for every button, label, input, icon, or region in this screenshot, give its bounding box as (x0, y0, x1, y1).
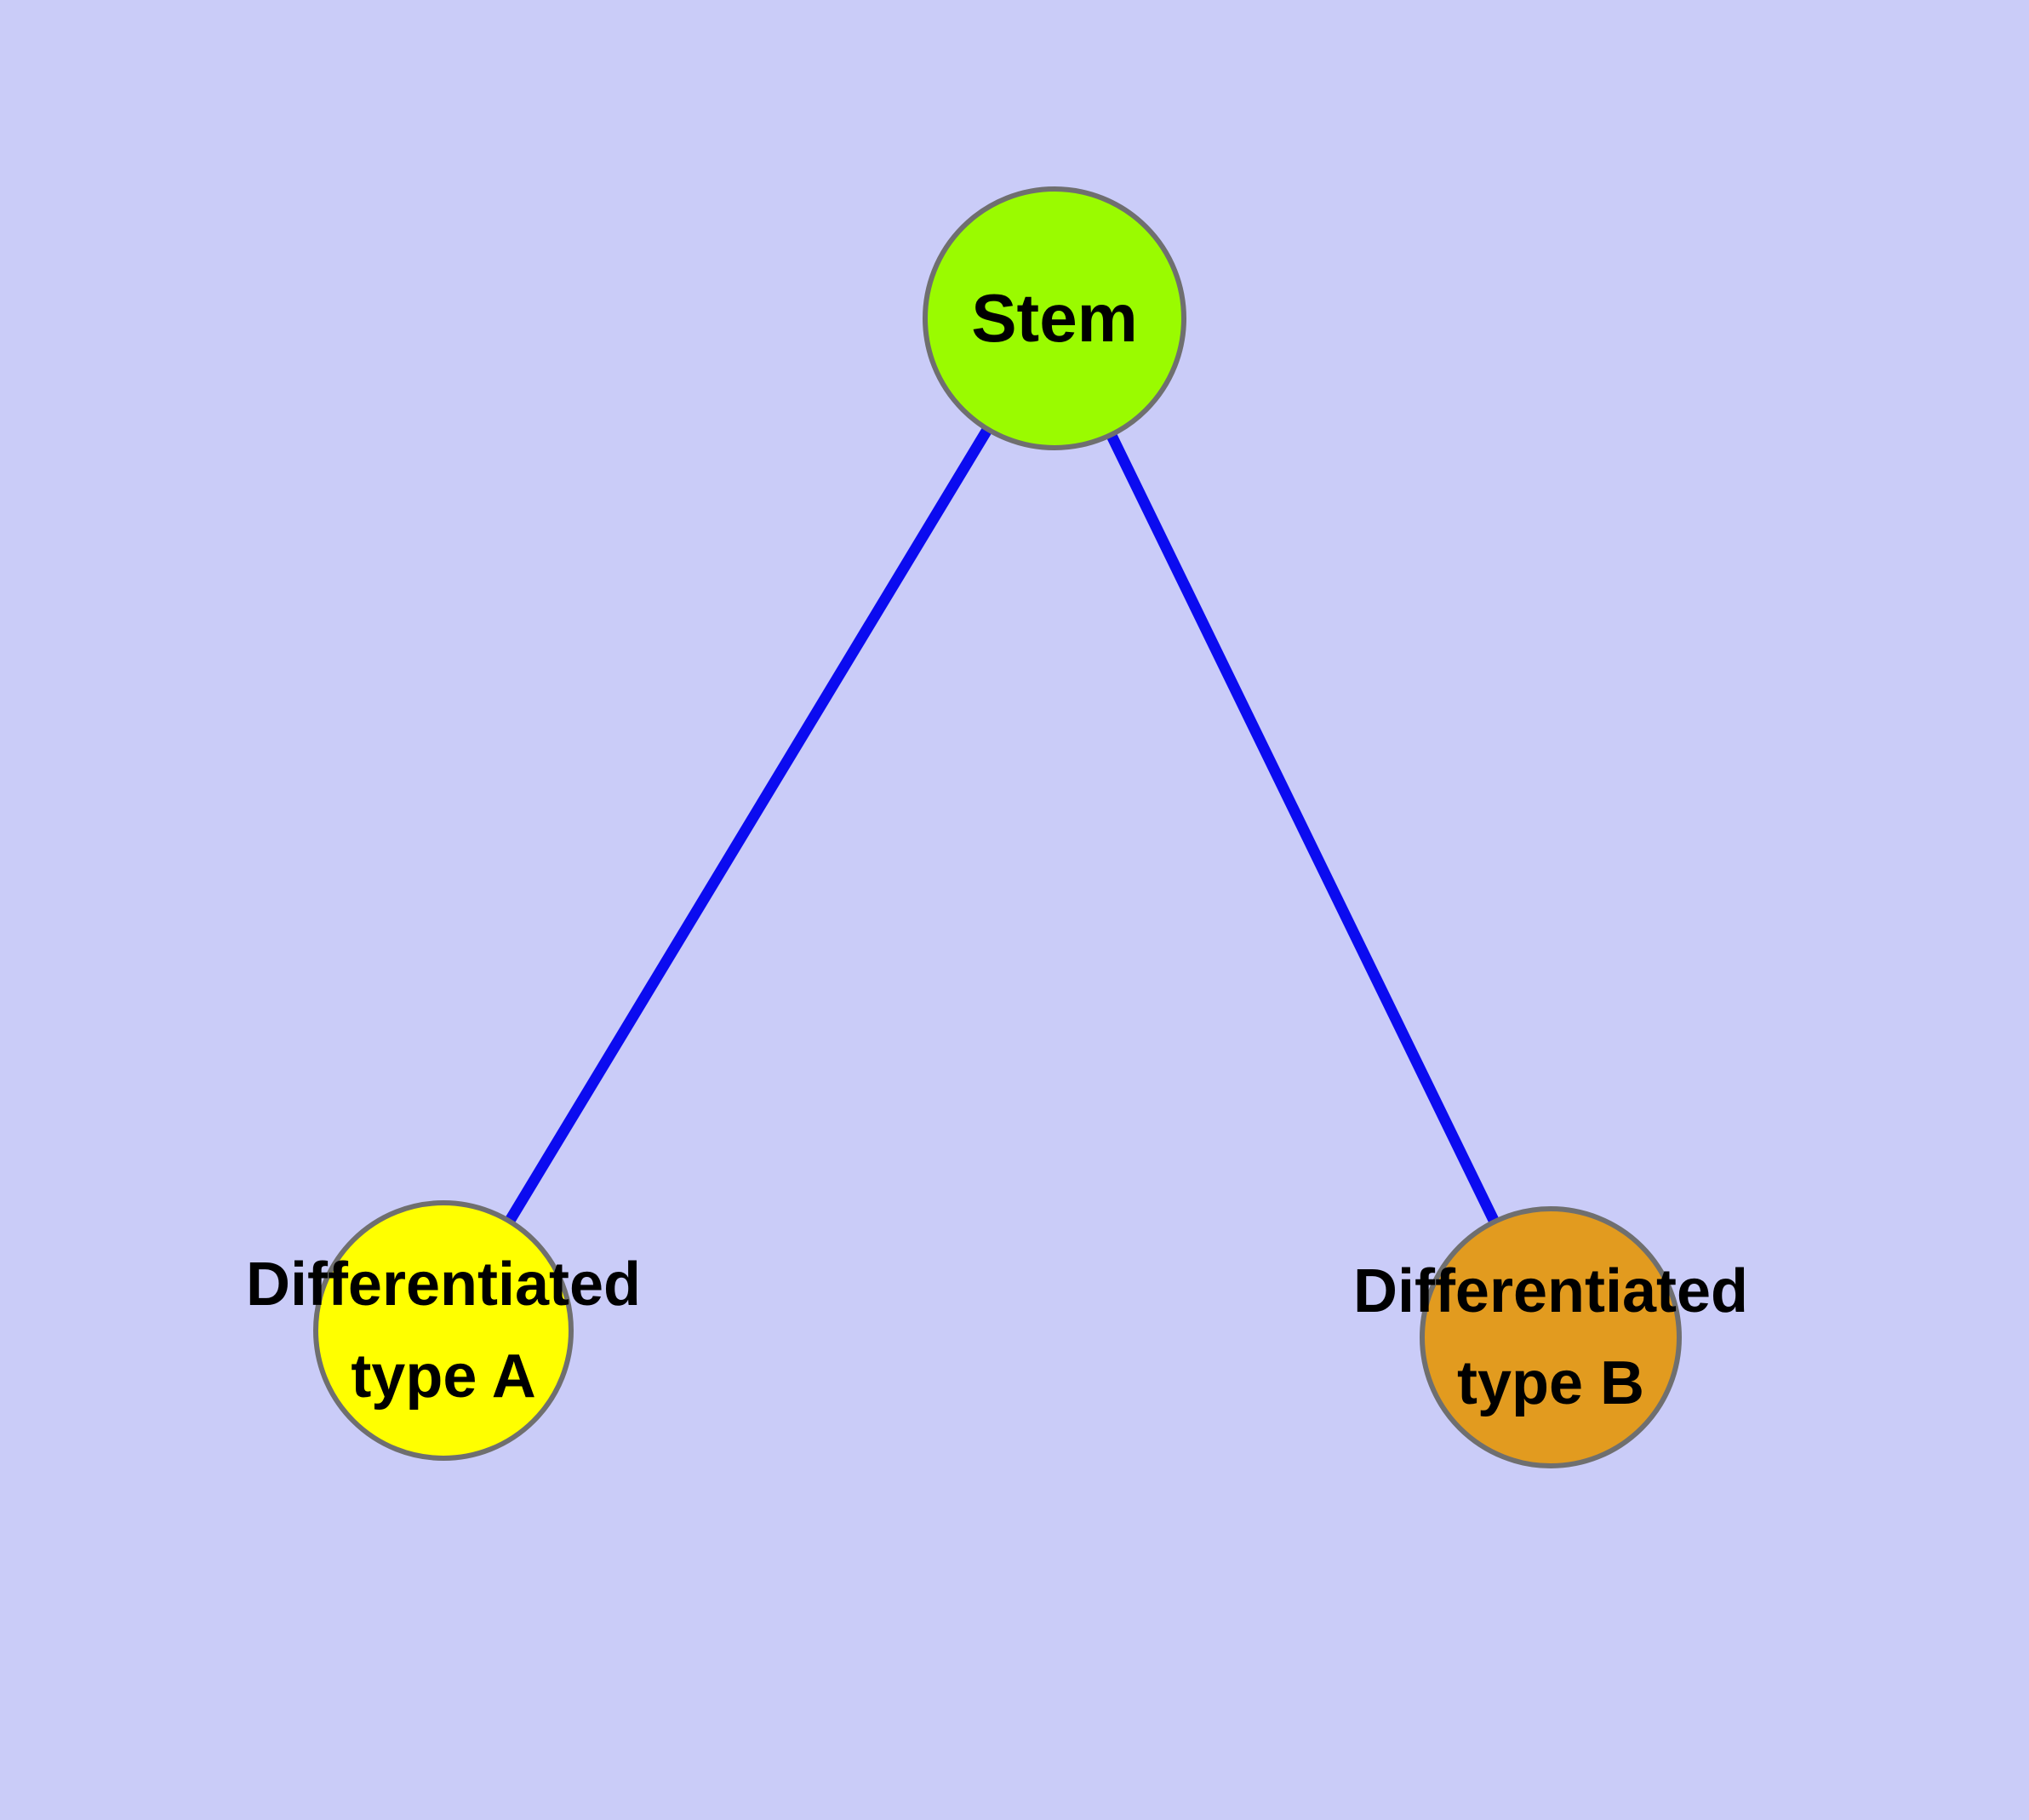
edge-stem-to-differentiated-type-a (438, 315, 1060, 1334)
node-stem-circle (923, 186, 1186, 450)
node-differentiated-type-a-circle (313, 1200, 574, 1461)
node-differentiated-type-b-circle (1420, 1206, 1682, 1468)
edge-stem-to-differentiated-type-b (1049, 316, 1556, 1340)
